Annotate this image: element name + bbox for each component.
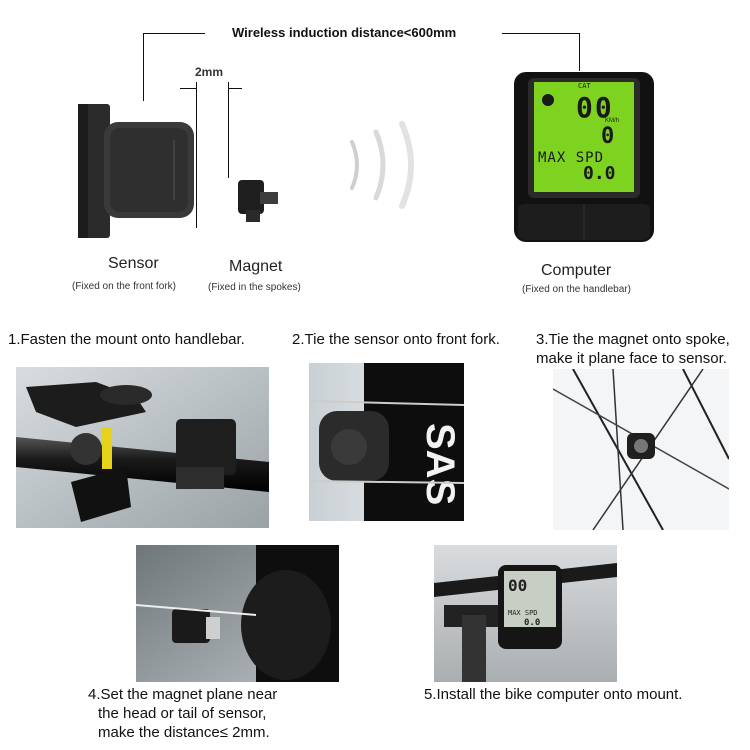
step-4-caption-line1: 4.Set the magnet plane near bbox=[88, 686, 278, 703]
step-5-caption: 5.Install the bike computer onto mount. bbox=[424, 686, 683, 703]
svg-text:0.0: 0.0 bbox=[524, 618, 540, 628]
lcd-mode: MAX SPD bbox=[538, 150, 605, 166]
sensor-label: Sensor bbox=[108, 255, 159, 272]
step-5-photo: 00 MAX SPD 0.0 bbox=[434, 545, 617, 682]
step-3-caption-line1: 3.Tie the magnet onto spoke, bbox=[536, 331, 730, 348]
step-2-photo: SAS bbox=[309, 363, 464, 521]
step-4-caption-line3: make the distance≤ 2mm. bbox=[98, 724, 270, 741]
wireless-signal-icon bbox=[350, 121, 414, 209]
svg-text:CAT: CAT bbox=[578, 82, 591, 90]
gap-line-sensor bbox=[196, 82, 197, 228]
step-4-photo bbox=[136, 545, 339, 682]
gap-line-magnet bbox=[228, 82, 229, 178]
computer-note: (Fixed on the handlebar) bbox=[522, 284, 631, 295]
step-1-caption: 1.Fasten the mount onto handlebar. bbox=[8, 331, 245, 348]
step-2-caption: 2.Tie the sensor onto front fork. bbox=[292, 331, 500, 348]
distance-line-left bbox=[143, 33, 205, 34]
sensor-note: (Fixed on the front fork) bbox=[72, 281, 176, 292]
wireless-distance-label: Wireless induction distance<600mm bbox=[232, 25, 457, 40]
svg-text:00: 00 bbox=[508, 576, 527, 595]
lcd-max-value: 0.0 bbox=[583, 163, 616, 184]
gap-arrow-left bbox=[180, 88, 196, 89]
gap-label: 2mm bbox=[195, 65, 224, 79]
step-3-caption-line2: make it plane face to sensor. bbox=[536, 350, 727, 367]
step-4-caption-line2: the head or tail of sensor, bbox=[98, 705, 267, 722]
svg-text:MAX SPD: MAX SPD bbox=[508, 609, 538, 617]
magnet-device-image bbox=[238, 180, 278, 222]
distance-line-right bbox=[502, 33, 580, 34]
distance-tick-right bbox=[579, 33, 580, 71]
lcd-trip: 0 bbox=[601, 124, 615, 149]
gap-arrow-right bbox=[228, 88, 242, 89]
step-1-photo bbox=[16, 367, 269, 528]
computer-label: Computer bbox=[541, 262, 612, 279]
sensor-device-image bbox=[78, 104, 194, 238]
magnet-label: Magnet bbox=[229, 258, 283, 275]
lcd-speed: 00 bbox=[576, 91, 614, 124]
lcd-unit: KM/h bbox=[605, 118, 620, 124]
distance-tick-left bbox=[143, 33, 144, 101]
bike-computer-image: CAT bbox=[514, 72, 654, 242]
magnet-note: (Fixed in the spokes) bbox=[208, 282, 301, 293]
step-3-photo bbox=[553, 369, 729, 530]
svg-text:SAS: SAS bbox=[418, 423, 462, 505]
